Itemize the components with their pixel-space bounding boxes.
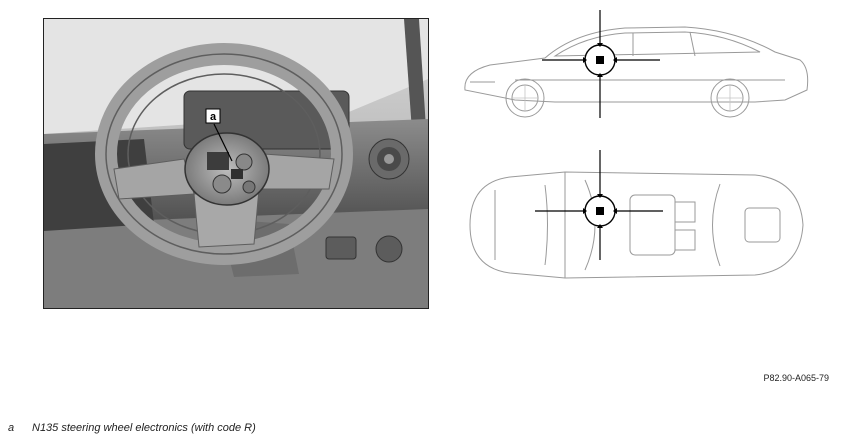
callout-leader-line [213, 123, 233, 162]
side-view-drawing [464, 10, 809, 118]
vehicle-top-view [455, 150, 820, 300]
legend-text: N135 steering wheel electronics (with co… [32, 422, 256, 434]
legend-key: a [8, 422, 15, 434]
interior-illustration: a [44, 19, 428, 308]
location-marker-side [542, 10, 660, 118]
callout-box [205, 108, 221, 124]
legend: a N135 steering wheel electronics (with c… [8, 422, 256, 434]
vehicle-side-view [455, 10, 820, 120]
location-marker-top [535, 150, 663, 260]
callout-label: a [210, 111, 217, 123]
interior-photo: a [43, 18, 429, 309]
figure-reference: P82.90-A065-79 [763, 373, 829, 383]
top-view-drawing [469, 150, 804, 279]
